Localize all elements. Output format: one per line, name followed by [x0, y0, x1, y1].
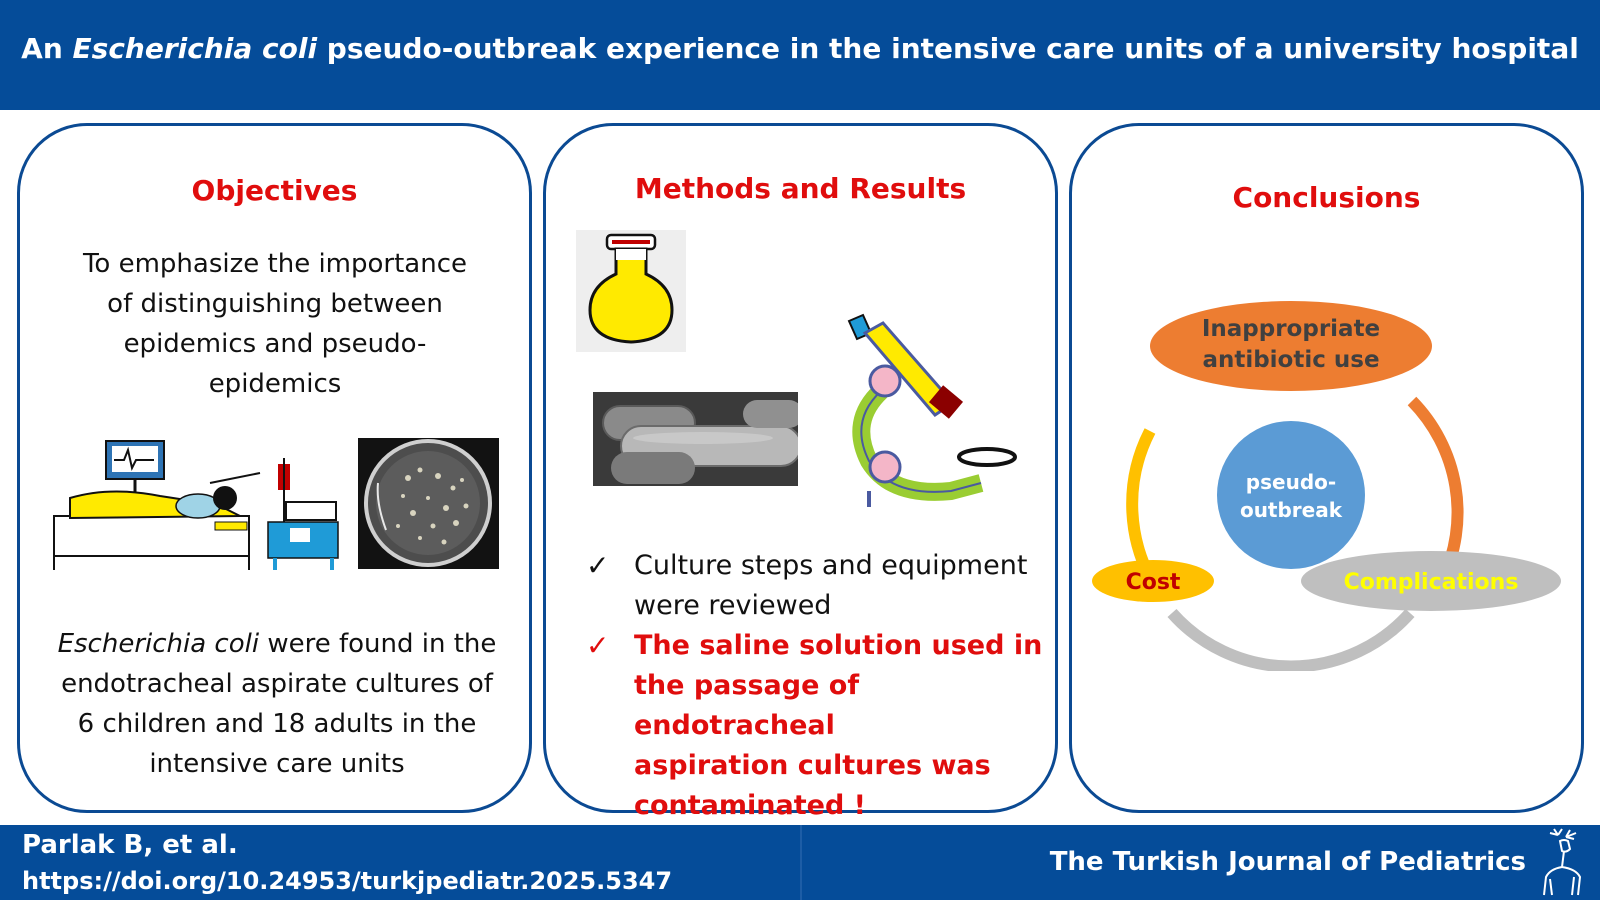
objectives-title: Objectives — [191, 174, 358, 207]
objectives-aim-text: To emphasize the importance of distingui… — [82, 249, 468, 399]
microscope-illustration — [847, 313, 1017, 507]
flask-illustration — [576, 230, 686, 352]
cost-label: Cost — [1126, 570, 1181, 595]
check-icon: ✓ — [586, 629, 610, 662]
doi-link[interactable]: https://doi.org/10.24953/turkjpediatr.20… — [22, 867, 673, 895]
deer-logo-icon — [1543, 828, 1582, 896]
footer-divider — [800, 825, 802, 900]
check-icon: ✓ — [586, 549, 610, 582]
conclusions-title: Conclusions — [1232, 181, 1421, 214]
antibiotic-use-label-line1: Inappropriate — [1202, 316, 1380, 342]
complications-label: Complications — [1344, 570, 1519, 595]
petri-dish-photo — [358, 438, 499, 569]
conclusions-cycle-diagram: Inappropriate antibiotic use pseudo- out… — [1092, 301, 1561, 671]
complications-ellipse — [1301, 551, 1561, 611]
result-item-reviewed: ✓ Culture steps and equipment were revie… — [586, 546, 1046, 626]
objectives-finding-text: Escherichia coli were found in the endot… — [57, 629, 497, 779]
cost-ellipse — [1092, 560, 1214, 602]
antibiotic-use-label-line2: antibiotic use — [1202, 347, 1379, 373]
journal-name: The Turkish Journal of Pediatrics — [1049, 847, 1526, 877]
methods-panel: Methods and Results ✓ Culture steps and … — [543, 123, 1058, 821]
footer-banner: Parlak B, et al. https://doi.org/10.2495… — [0, 825, 1600, 900]
objectives-panel: Objectives To emphasize the importance o… — [17, 123, 532, 813]
bacteria-micrograph — [593, 392, 798, 486]
conclusions-panel: Conclusions Inappropriate antibiotic use… — [1069, 123, 1584, 813]
header-banner: An Escherichia coli pseudo-outbreak expe… — [0, 0, 1600, 110]
result-item-contaminated: ✓ The saline solution used in the passag… — [586, 626, 1046, 826]
pseudo-outbreak-circle — [1217, 421, 1365, 569]
page-title: An Escherichia coli pseudo-outbreak expe… — [21, 31, 1579, 65]
methods-results-list: ✓ Culture steps and equipment were revie… — [586, 546, 1046, 826]
author-citation: Parlak B, et al. — [22, 830, 238, 860]
methods-title: Methods and Results — [634, 172, 967, 205]
icu-patient-illustration — [53, 440, 339, 570]
cycle-arc-bottom — [1167, 609, 1415, 671]
pseudo-outbreak-label-line1: pseudo- — [1246, 470, 1336, 494]
pseudo-outbreak-label-line2: outbreak — [1240, 498, 1343, 522]
antibiotic-use-ellipse — [1150, 301, 1432, 391]
